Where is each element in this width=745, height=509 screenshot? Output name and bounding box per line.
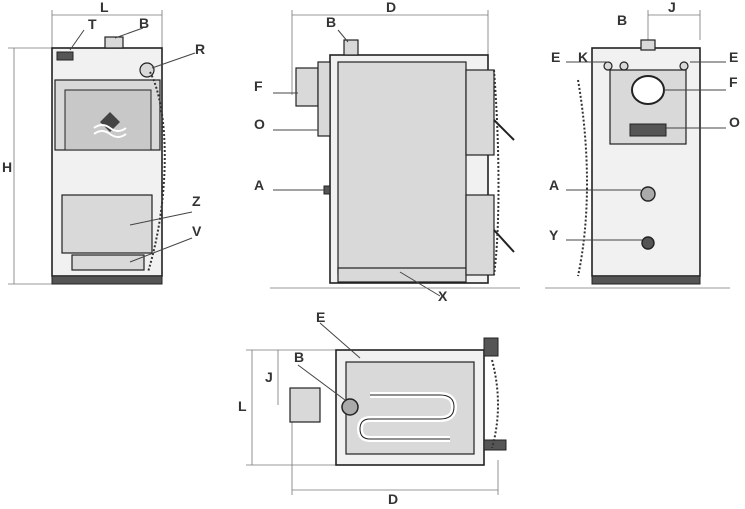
top-view: L J D E B: [238, 309, 507, 507]
top-label-d: D: [388, 491, 398, 507]
front-label-r: R: [195, 41, 205, 57]
side-upper-door: [465, 69, 495, 156]
front-label-t: T: [88, 16, 97, 32]
side-flue-f: [295, 67, 319, 107]
side-label-o: O: [254, 116, 265, 132]
front-ashpan-v: [71, 254, 145, 271]
top-handle-lower: [483, 439, 507, 451]
side-flue-b: [343, 39, 359, 56]
front-flue-b: [104, 36, 124, 49]
side-label-b: B: [326, 14, 336, 30]
top-flue-b: [341, 398, 359, 416]
top-chain: [491, 359, 499, 449]
rear-label-e-left: E: [551, 49, 560, 65]
rear-label-f: F: [729, 74, 738, 90]
front-lower-door-z: [61, 194, 153, 254]
rear-chain: [577, 79, 588, 277]
front-chain: [147, 71, 166, 273]
top-handle-upper: [483, 337, 499, 357]
rear-label-b: B: [617, 12, 627, 28]
front-label-b: B: [139, 15, 149, 31]
side-lower-door: [465, 194, 495, 276]
side-label-f: F: [254, 78, 263, 94]
side-rear-box: [317, 61, 331, 137]
rear-outlet-a: [640, 186, 656, 202]
front-regulator-r: [139, 62, 155, 78]
top-label-j: J: [265, 369, 273, 385]
rear-label-a: A: [549, 177, 559, 193]
front-label-h: H: [2, 159, 12, 175]
side-chain: [493, 69, 500, 276]
front-flame-symbol: [93, 112, 127, 138]
top-label-l: L: [238, 398, 247, 414]
side-outlet-a: [323, 185, 331, 195]
side-panel: [337, 61, 467, 275]
side-view: D B F O A X: [254, 0, 520, 304]
side-label-a: A: [254, 177, 264, 193]
rear-label-y: Y: [549, 227, 559, 243]
rear-inlet-y: [641, 236, 655, 250]
rear-flue-f: [631, 75, 665, 105]
rear-label-k: K: [578, 49, 588, 65]
rear-outlet-o: [629, 123, 667, 137]
side-label-x: X: [438, 288, 448, 304]
front-label-z: Z: [192, 193, 201, 209]
top-flue-box: [289, 387, 321, 423]
rear-label-o: O: [729, 114, 740, 130]
rear-label-j: J: [668, 0, 676, 15]
side-label-d: D: [386, 0, 396, 15]
front-label-l: L: [100, 0, 109, 15]
side-bottom-panel: [337, 267, 467, 283]
rear-view: J B E K E F O A Y: [545, 0, 740, 289]
rear-label-e-right: E: [729, 49, 738, 65]
top-label-e: E: [316, 309, 325, 325]
top-label-b: B: [294, 349, 304, 365]
front-label-v: V: [192, 223, 202, 239]
front-base: [51, 275, 163, 285]
rear-base: [591, 275, 701, 285]
front-view: L H T B: [2, 0, 205, 285]
rear-flue-b: [640, 39, 656, 51]
front-controller-t: [56, 51, 74, 61]
